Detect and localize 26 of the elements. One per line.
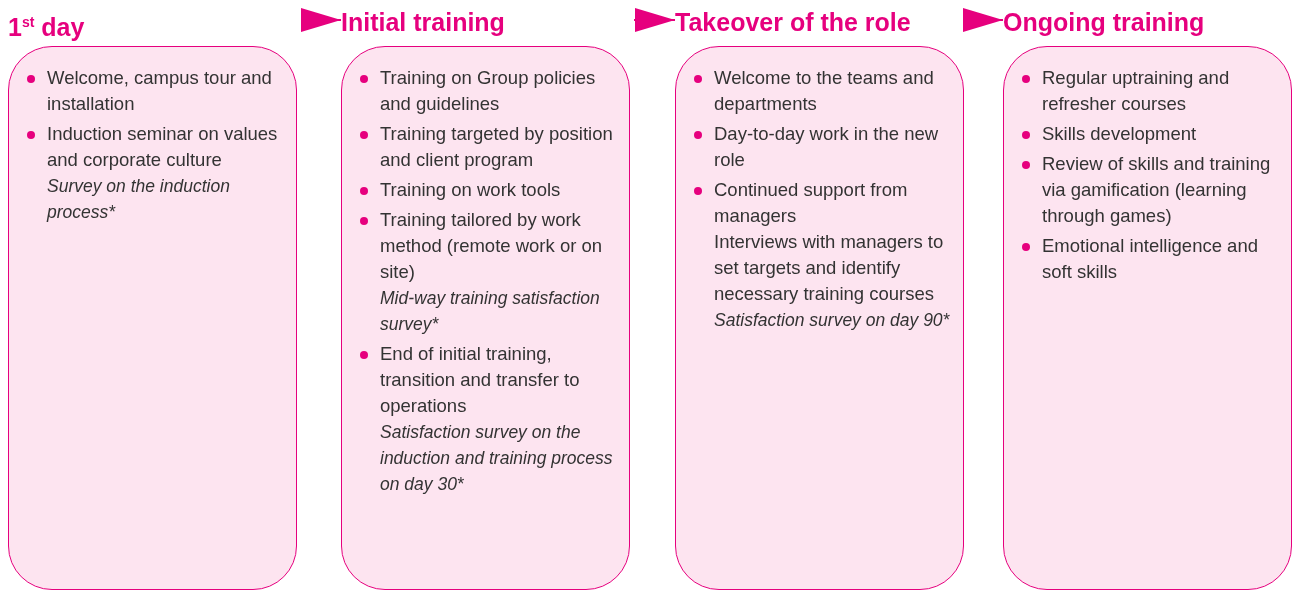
- list-item: Continued support from managers: [714, 179, 908, 226]
- survey-note: Satisfaction survey on day 90*: [714, 310, 950, 330]
- list-item: End of initial training, transition and transfer to operations: [380, 343, 580, 416]
- list-item: Training targeted by position and client program: [380, 123, 613, 170]
- list-item: Welcome, campus tour and installation: [47, 67, 272, 114]
- list-item: Emotional intelligence and soft skills: [1042, 235, 1258, 282]
- list-item: Review of skills and training via gamification (learning through games): [1042, 153, 1271, 226]
- arrow: [963, 8, 1004, 32]
- arrow: [633, 8, 676, 32]
- list-item: Welcome to the teams and departments: [714, 67, 934, 114]
- survey-note: Mid-way training satisfaction survey*: [380, 288, 600, 334]
- list-item: Interviews with managers to set targets and identify necessary training courses: [714, 231, 944, 304]
- list-item: Induction seminar on values and corporate culture: [47, 123, 278, 170]
- stage-title: Takeover of the role: [675, 7, 911, 38]
- list-item: Training on Group policies and guidelines: [380, 67, 596, 114]
- survey-note: Satisfaction survey on the induction and training process on day 30*: [380, 422, 613, 494]
- list-item: Regular uptraining and refresher courses: [1042, 67, 1230, 114]
- stage-title: Initial training: [341, 7, 505, 38]
- list-item: Day-to-day work in the new role: [714, 123, 939, 170]
- stage-title: 1$^{st}$ day: [8, 12, 85, 44]
- stage-title: Ongoing training: [1003, 7, 1205, 38]
- survey-note: Survey on the induction process*: [47, 176, 230, 222]
- arrow: [300, 8, 342, 32]
- list-item: Training tailored by work method (remote work or on site): [380, 209, 603, 282]
- list-item: Training on work tools: [380, 179, 561, 200]
- list-item: Skills development: [1042, 123, 1197, 144]
